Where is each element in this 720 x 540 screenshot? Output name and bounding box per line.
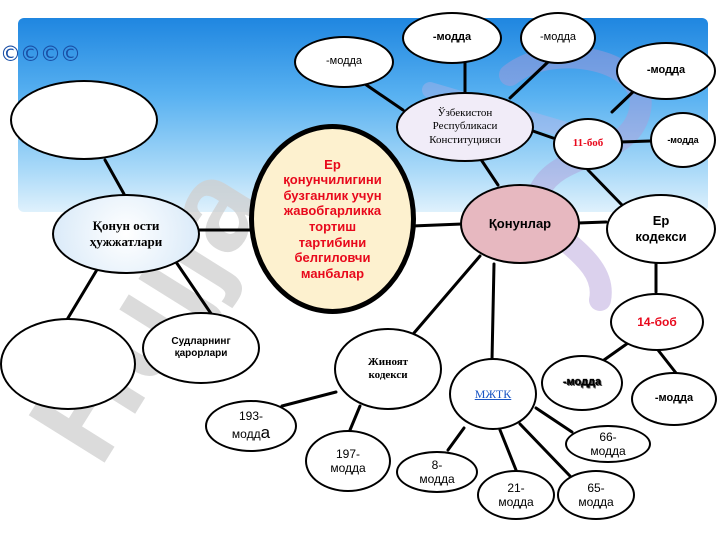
article-197-label: 197- модда [330, 446, 366, 475]
link-const-art3 [508, 60, 550, 100]
link-const-art4 [528, 128, 555, 140]
chapter-11-node[interactable]: 11-боб [553, 118, 623, 170]
link-ch14-art1 [602, 341, 630, 362]
center-node-label: Ер қонунчилигини бузганлик учун жавобгар… [283, 156, 382, 281]
article-193-node[interactable]: 193-модда [205, 400, 297, 452]
article-65-node[interactable]: 65- модда [557, 470, 635, 520]
criminal-code-node[interactable]: Жиноят кодекси [334, 328, 442, 410]
land-article-node-1[interactable]: -модда [541, 355, 623, 411]
article-193-number: 193- [238, 408, 263, 423]
const-article-label-2: -модда [432, 31, 472, 44]
link-laws-admin [490, 262, 496, 362]
link-laws-landcode [576, 220, 608, 225]
link-criminal-193 [280, 390, 338, 408]
admin-code-node[interactable]: МЖТК [449, 358, 537, 430]
land-code-label: Ер кодекси [635, 213, 687, 244]
laws-node[interactable]: Қонунлар [460, 184, 580, 264]
link-ch11-landcode [586, 168, 624, 207]
sub-laws-label: Қонун ости ҳужжатлари [89, 218, 163, 249]
land-code-node[interactable]: Ер кодекси [606, 194, 716, 264]
chapter-11-label: 11-боб [572, 137, 604, 150]
empty-node-top[interactable] [10, 80, 158, 160]
court-decisions-label: Судларнинг қарорлари [171, 336, 231, 359]
const-article-node-3[interactable]: -модда [520, 12, 596, 64]
link-ch14-art2 [656, 348, 678, 375]
article-197-node[interactable]: 197- модда [305, 430, 391, 492]
link-admin-21 [498, 428, 518, 472]
link-criminal-197 [348, 404, 362, 432]
link-sublaws-courts [174, 260, 216, 320]
article-193-word: модда [231, 423, 270, 442]
article-193-word-part: модд [231, 427, 261, 441]
copyright-marks: ©©©© [0, 42, 81, 66]
article-66-label: 66- модда [590, 429, 626, 458]
chapter-14-label: 14-боб [637, 314, 677, 329]
article-8-node[interactable]: 8- модда [396, 451, 478, 493]
land-article-label-1: -модда [562, 376, 602, 389]
article-65-label: 65- модда [578, 480, 614, 509]
article-193-label: 193-модда [232, 409, 270, 444]
chapter-14-node[interactable]: 14-боб [610, 293, 704, 351]
const-article-label-1: -модда [325, 55, 363, 68]
article-193-word-end: а [260, 423, 271, 442]
const-article-node-1[interactable]: -модда [294, 36, 394, 88]
link-admin-8 [446, 426, 466, 452]
link-ch11-art5 [610, 88, 637, 114]
admin-code-label: МЖТК [474, 386, 512, 401]
criminal-code-label: Жиноят кодекси [367, 355, 409, 381]
link-laws-constitution [478, 156, 500, 187]
const-article-label-4: -модда [646, 64, 686, 77]
const-article-label-3: -модда [539, 31, 577, 44]
empty-node-bottom[interactable] [0, 318, 136, 410]
const-article-node-2[interactable]: -модда [402, 12, 502, 64]
article-21-node[interactable]: 21- модда [477, 470, 555, 520]
const-article-node-5[interactable]: -модда [650, 112, 716, 168]
link-laws-criminal [406, 254, 482, 342]
article-8-label: 8- модда [419, 457, 455, 486]
link-ch11-art6 [618, 139, 652, 144]
article-66-node[interactable]: 66- модда [565, 425, 651, 463]
link-admin-65 [518, 422, 572, 478]
laws-label: Қонунлар [488, 216, 552, 232]
const-article-label-5: -модда [667, 134, 699, 145]
sub-laws-node[interactable]: Қонун ости ҳужжатлари [52, 194, 200, 274]
link-center-laws [410, 222, 464, 228]
link-admin-66 [534, 406, 574, 434]
land-article-node-2[interactable]: -модда [631, 372, 717, 426]
land-article-label-2: -модда [654, 392, 694, 405]
center-node[interactable]: Ер қонунчилигини бузганлик учун жавобгар… [249, 124, 416, 314]
article-21-label: 21- модда [498, 480, 534, 509]
const-article-node-4[interactable]: -модда [616, 42, 716, 100]
court-decisions-node[interactable]: Судларнинг қарорлари [142, 312, 260, 384]
constitution-node[interactable]: Ўзбекистон Республикаси Конституцияси [396, 92, 534, 162]
constitution-label: Ўзбекистон Республикаси Конституцияси [429, 107, 501, 146]
link-sublaws-emptytop [103, 158, 126, 196]
link-const-art1 [363, 82, 405, 112]
